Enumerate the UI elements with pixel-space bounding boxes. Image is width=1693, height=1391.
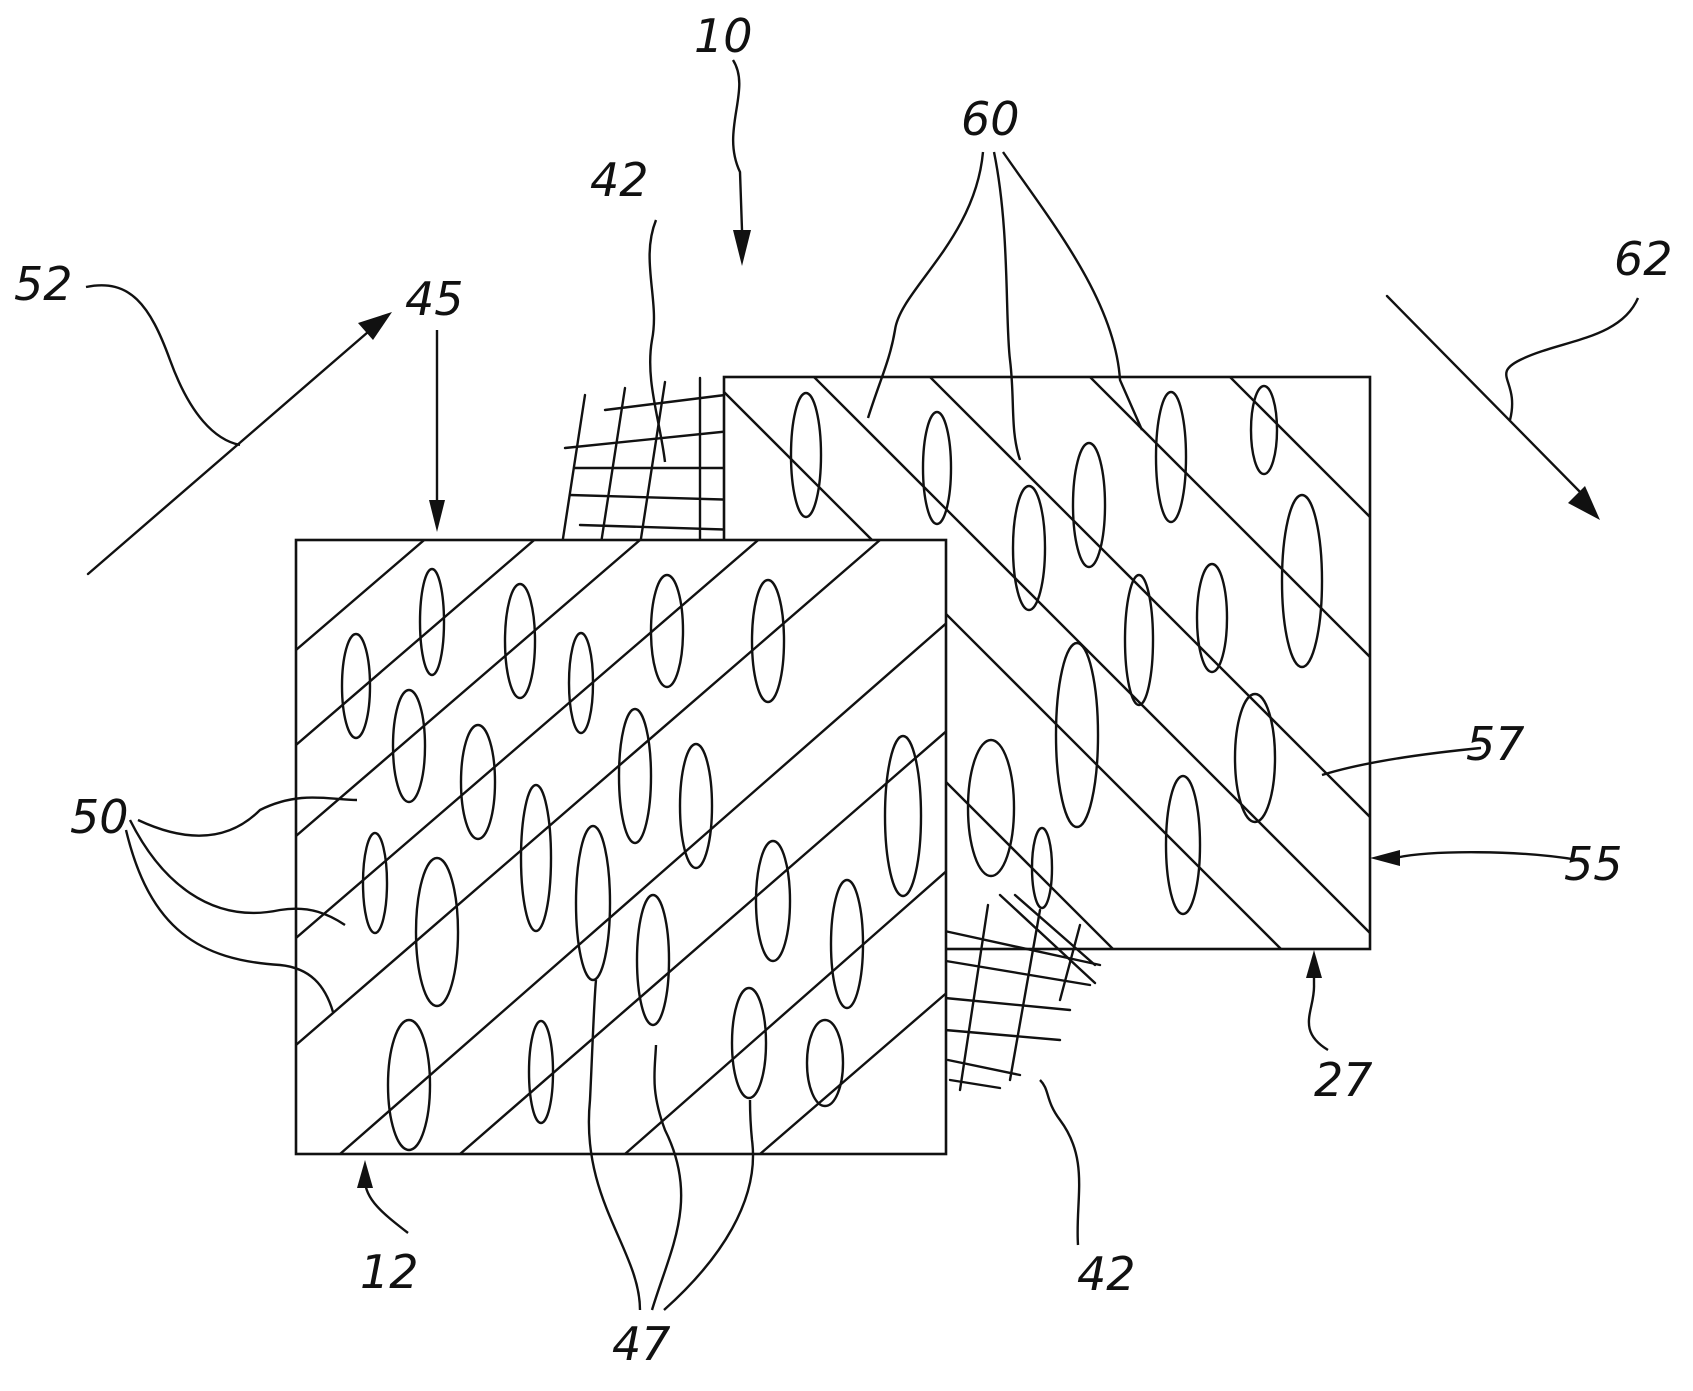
- label-42-bottom: 42: [1077, 1247, 1136, 1301]
- label-45: 45: [405, 272, 464, 326]
- label-50: 50: [70, 790, 129, 844]
- label-60: 60: [961, 92, 1020, 146]
- label-55: 55: [1564, 837, 1623, 891]
- arrow-52: [88, 312, 392, 574]
- label-10: 10: [694, 9, 753, 63]
- arrow-62: [1387, 296, 1600, 520]
- front-panel: [296, 535, 950, 1154]
- label-52: 52: [14, 257, 73, 311]
- label-57: 57: [1466, 717, 1525, 771]
- label-12: 12: [360, 1245, 419, 1299]
- label-42-top: 42: [590, 153, 649, 207]
- label-27: 27: [1314, 1053, 1373, 1107]
- label-62: 62: [1614, 232, 1673, 286]
- label-47: 47: [612, 1317, 671, 1371]
